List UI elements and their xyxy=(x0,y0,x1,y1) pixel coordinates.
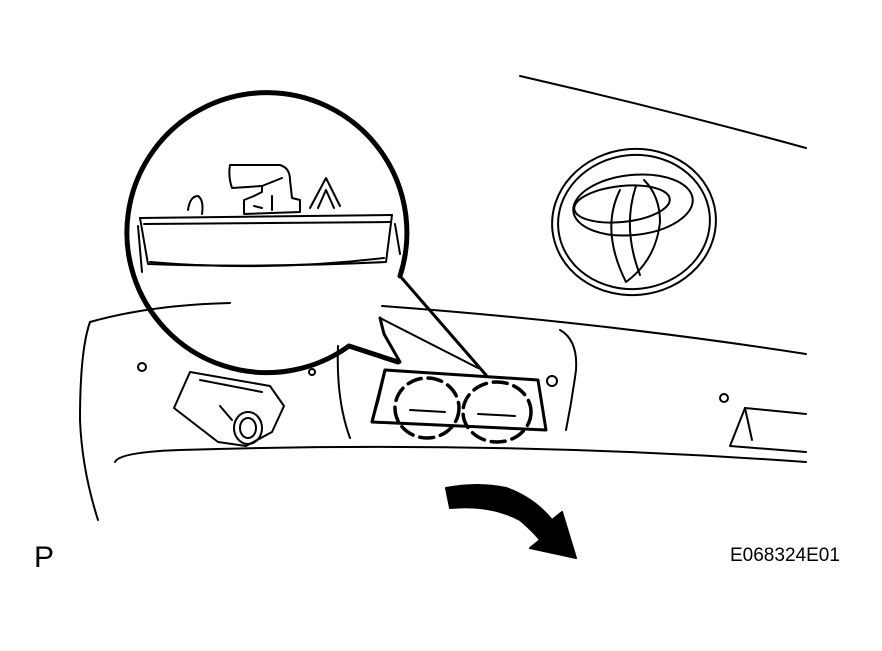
claw-details xyxy=(409,409,516,417)
back-door-panel xyxy=(79,75,807,521)
lamp-recess xyxy=(336,345,351,439)
mounting-holes xyxy=(137,362,729,403)
toyota-emblem-icon xyxy=(551,147,717,297)
license-plate-lamp xyxy=(370,368,548,432)
magnified-view xyxy=(124,90,488,377)
curved-arrow-icon xyxy=(445,484,577,559)
right-handle xyxy=(729,407,807,453)
lamp-detail xyxy=(137,164,401,273)
camera-assembly xyxy=(173,371,285,447)
view-letter-label: P xyxy=(34,541,55,574)
figure-code-label: E068324E01 xyxy=(730,545,840,566)
claw-locations xyxy=(393,376,533,444)
